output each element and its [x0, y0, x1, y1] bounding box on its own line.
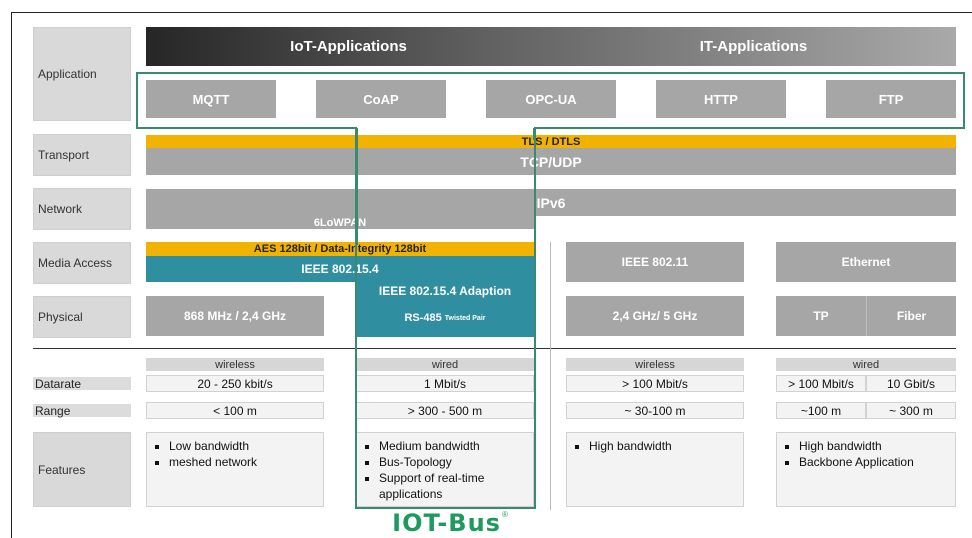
aes-integrity-bar: AES 128bit / Data-Integrity 128bit	[146, 242, 534, 256]
range-col4b: ~ 300 m	[866, 402, 956, 419]
protocol-mqtt: MQTT	[146, 80, 276, 118]
frame-top-line	[11, 12, 972, 13]
ieee-802-15-4-bar: IEEE 802.15.4	[146, 256, 534, 282]
physical-wifi-freq-box: 2,4 GHz/ 5 GHz	[566, 296, 744, 336]
ieee-802-11-box: IEEE 802.11	[566, 242, 744, 282]
metrics-separator-line	[33, 348, 956, 349]
datarate-col4b: 10 Gbit/s	[866, 375, 956, 392]
physical-fiber-box: Fiber	[866, 296, 956, 336]
protocol-opc-ua: OPC-UA	[486, 80, 616, 118]
protocol-coap: CoAP	[316, 80, 446, 118]
rs485-text: RS-485	[404, 312, 442, 324]
application-header-bar	[146, 27, 956, 66]
iot-bus-logo: IOT-Bus ®	[370, 510, 530, 538]
tls-dtls-bar: TLS / DTLS	[146, 135, 956, 148]
features-col4: High bandwidth Backbone Application	[776, 432, 956, 507]
features-col3: High bandwidth	[566, 432, 744, 507]
datarate-col1: 20 - 250 kbit/s	[146, 375, 324, 392]
ipv6-bar: IPv6	[146, 189, 956, 216]
datarate-col2: 1 Mbit/s	[356, 375, 534, 392]
feature-item: Backbone Application	[799, 454, 949, 470]
physical-868-mhz-box: 868 MHz / 2,4 GHz	[146, 296, 324, 336]
range-col3: ~ 30-100 m	[566, 402, 744, 419]
range-col1: < 100 m	[146, 402, 324, 419]
features-col2: Medium bandwidth Bus-Topology Support of…	[356, 432, 534, 507]
feature-item: Low bandwidth	[169, 438, 317, 454]
iot-applications-header: IoT-Applications	[290, 38, 407, 55]
medium-label-col3: wireless	[566, 358, 744, 371]
features-col1: Low bandwidth meshed network	[146, 432, 324, 507]
feature-item: Support of real-time applications	[379, 470, 527, 502]
frame-left-line	[11, 12, 12, 538]
feature-item: Medium bandwidth	[379, 438, 527, 454]
metric-label-range: Range	[33, 404, 131, 418]
ieee-adaption-rs485-block	[356, 282, 534, 337]
medium-label-col2: wired	[356, 358, 534, 371]
metric-label-datarate: Datarate	[33, 377, 131, 391]
column-divider-line	[550, 242, 551, 510]
tcp-udp-bar: TCP/UDP	[146, 148, 956, 175]
rs485-label: RS-485 Twisted Pair	[356, 307, 534, 329]
range-col4a: ~100 m	[776, 402, 866, 419]
metric-label-features: Features	[33, 432, 131, 507]
ieee-802-15-4-adaption-label: IEEE 802.15.4 Adaption	[378, 284, 512, 298]
layer-label-application: Application	[33, 27, 131, 121]
layer-label-transport: Transport	[33, 134, 131, 176]
feature-item: High bandwidth	[589, 438, 737, 454]
medium-label-col1: wireless	[146, 358, 324, 371]
ethernet-box: Ethernet	[776, 242, 956, 282]
feature-item: High bandwidth	[799, 438, 949, 454]
6lowpan-bar: 6LoWPAN	[146, 216, 534, 229]
protocol-http: HTTP	[656, 80, 786, 118]
layer-label-media-access: Media Access	[33, 242, 131, 284]
datarate-col4a: > 100 Mbit/s	[776, 375, 866, 392]
layer-label-physical: Physical	[33, 296, 131, 338]
rs485-twisted-pair-note: Twisted Pair	[444, 314, 486, 322]
protocol-ftp: FTP	[826, 80, 956, 118]
physical-tp-box: TP	[776, 296, 866, 336]
layer-label-network: Network	[33, 188, 131, 230]
medium-label-col4: wired	[776, 358, 956, 371]
logo-text: IOT-Bus	[392, 509, 501, 537]
feature-item: meshed network	[169, 454, 317, 470]
feature-item: Bus-Topology	[379, 454, 527, 470]
logo-registered-mark: ®	[501, 510, 508, 519]
datarate-col3: > 100 Mbit/s	[566, 375, 744, 392]
it-applications-header: IT-Applications	[699, 38, 808, 55]
